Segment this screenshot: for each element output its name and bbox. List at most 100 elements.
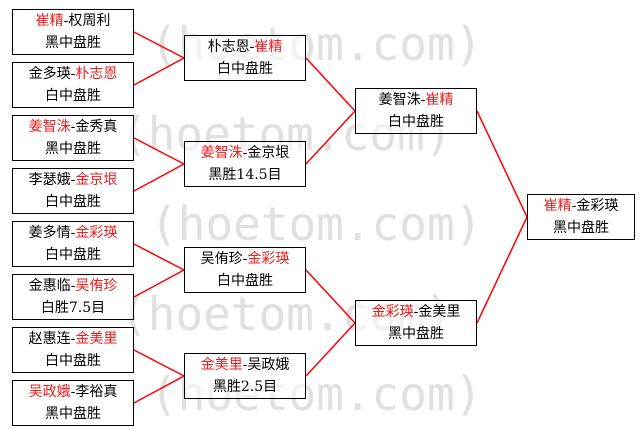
loser-name: 朴志恩: [207, 39, 250, 55]
winner-name: 吴侑珍: [75, 278, 118, 294]
connector-r1-4: [133, 163, 185, 192]
winner-name: 崔精: [254, 39, 283, 55]
match-players: 吴侑珍-金彩瑛: [201, 248, 290, 270]
connector-r3-2: [476, 216, 528, 324]
loser-name: 金美里: [418, 304, 461, 320]
match-box-r2-2[interactable]: 姜智洙-金京垠黑胜14.5目: [184, 141, 306, 187]
match-box-r1-8[interactable]: 吴政娥-李裕真黑中盘胜: [12, 380, 134, 426]
loser-name: 金惠临: [28, 278, 71, 294]
match-result: 白中盘胜: [45, 353, 101, 369]
loser-name: 金京垠: [247, 145, 290, 161]
match-box-r1-6[interactable]: 金惠临-吴侑珍白胜7.5目: [12, 274, 134, 320]
match-box-r2-1[interactable]: 朴志恩-崔精白中盘胜: [184, 35, 306, 81]
separator: -: [242, 357, 248, 373]
match-players: 姜智洙-崔精: [379, 89, 454, 111]
match-box-r1-3[interactable]: 姜智洙-金秀真黑中盘胜: [12, 115, 134, 161]
match-result: 黑胜14.5目: [208, 167, 282, 183]
separator: -: [249, 39, 255, 55]
connector-r3-1: [476, 110, 528, 218]
match-box-r1-7[interactable]: 赵惠连-金美里白中盘胜: [12, 327, 134, 373]
separator: -: [70, 225, 76, 241]
winner-name: 金彩瑛: [75, 225, 118, 241]
loser-name: 金多瑛: [28, 66, 71, 82]
match-result: 白胜7.5目: [40, 300, 106, 316]
match-players: 金美里-吴政娥: [201, 354, 290, 376]
winner-name: 崔精: [543, 198, 572, 214]
separator: -: [63, 13, 69, 29]
separator: -: [70, 119, 76, 135]
match-result: 白中盘胜: [217, 61, 273, 77]
separator: -: [70, 384, 76, 400]
match-result: 白中盘胜: [45, 194, 101, 210]
loser-name: 吴政娥: [247, 357, 290, 373]
connector-r1-1: [133, 31, 185, 59]
match-result: 白中盘胜: [45, 88, 101, 104]
winner-name: 崔精: [425, 92, 454, 108]
loser-name: 姜多情: [28, 225, 71, 241]
loser-name: 李瑟娥: [28, 172, 71, 188]
loser-name: 姜智洙: [378, 92, 421, 108]
separator: -: [70, 66, 76, 82]
winner-name: 吴政娥: [28, 384, 71, 400]
match-box-r2-4[interactable]: 金美里-吴政娥黑胜2.5目: [184, 353, 306, 399]
match-box-r1-4[interactable]: 李瑟娥-金京垠白中盘胜: [12, 168, 134, 214]
match-players: 金多瑛-朴志恩: [29, 63, 118, 85]
separator: -: [70, 331, 76, 347]
separator: -: [70, 172, 76, 188]
match-result: 黑胜2.5目: [212, 379, 278, 395]
separator: -: [413, 304, 419, 320]
separator: -: [70, 278, 76, 294]
connector-r2-2: [305, 110, 356, 165]
match-players: 姜智洙-金秀真: [29, 116, 118, 138]
winner-name: 金彩瑛: [247, 251, 290, 267]
connector-r1-8: [133, 375, 185, 404]
winner-name: 金彩瑛: [371, 304, 414, 320]
connector-r1-6: [133, 269, 185, 298]
winner-name: 朴志恩: [75, 66, 118, 82]
match-players: 崔精-权周利: [36, 10, 111, 32]
separator: -: [420, 92, 426, 108]
match-players: 金彩瑛-金美里: [372, 301, 461, 323]
match-box-r1-1[interactable]: 崔精-权周利黑中盘胜: [12, 9, 134, 55]
match-box-final-1[interactable]: 崔精-金彩瑛黑中盘胜: [527, 194, 635, 240]
connector-r1-5: [133, 243, 185, 271]
loser-name: 金秀真: [75, 119, 118, 135]
connector-r1-3: [133, 137, 185, 165]
connector-r2-1: [305, 57, 356, 112]
winner-name: 姜智洙: [28, 119, 71, 135]
match-players: 金惠临-吴侑珍: [29, 275, 118, 297]
winner-name: 崔精: [35, 13, 64, 29]
loser-name: 权周利: [68, 13, 111, 29]
match-players: 赵惠连-金美里: [29, 328, 118, 350]
loser-name: 金彩瑛: [576, 198, 619, 214]
match-box-r3-1[interactable]: 姜智洙-崔精白中盘胜: [355, 88, 477, 134]
connector-r2-3: [305, 269, 356, 324]
match-result: 黑中盘胜: [45, 35, 101, 51]
separator: -: [571, 198, 577, 214]
connector-r1-2: [133, 57, 185, 86]
match-result: 黑中盘胜: [45, 141, 101, 157]
match-box-r3-2[interactable]: 金彩瑛-金美里黑中盘胜: [355, 300, 477, 346]
match-box-r2-3[interactable]: 吴侑珍-金彩瑛白中盘胜: [184, 247, 306, 293]
match-result: 黑中盘胜: [45, 406, 101, 422]
match-players: 姜智洙-金京垠: [201, 142, 290, 164]
match-box-r1-2[interactable]: 金多瑛-朴志恩白中盘胜: [12, 62, 134, 108]
winner-name: 金京垠: [75, 172, 118, 188]
loser-name: 赵惠连: [28, 331, 71, 347]
match-result: 黑中盘胜: [388, 326, 444, 342]
connector-r1-7: [133, 349, 185, 377]
match-result: 白中盘胜: [45, 247, 101, 263]
connector-r2-4: [305, 322, 356, 377]
separator: -: [242, 145, 248, 161]
match-box-r1-5[interactable]: 姜多情-金彩瑛白中盘胜: [12, 221, 134, 267]
match-players: 朴志恩-崔精: [208, 36, 283, 58]
loser-name: 吴侑珍: [200, 251, 243, 267]
match-players: 吴政娥-李裕真: [29, 381, 118, 403]
separator: -: [242, 251, 248, 267]
match-players: 李瑟娥-金京垠: [29, 169, 118, 191]
match-result: 黑中盘胜: [553, 220, 609, 236]
winner-name: 金美里: [200, 357, 243, 373]
match-result: 白中盘胜: [388, 114, 444, 130]
